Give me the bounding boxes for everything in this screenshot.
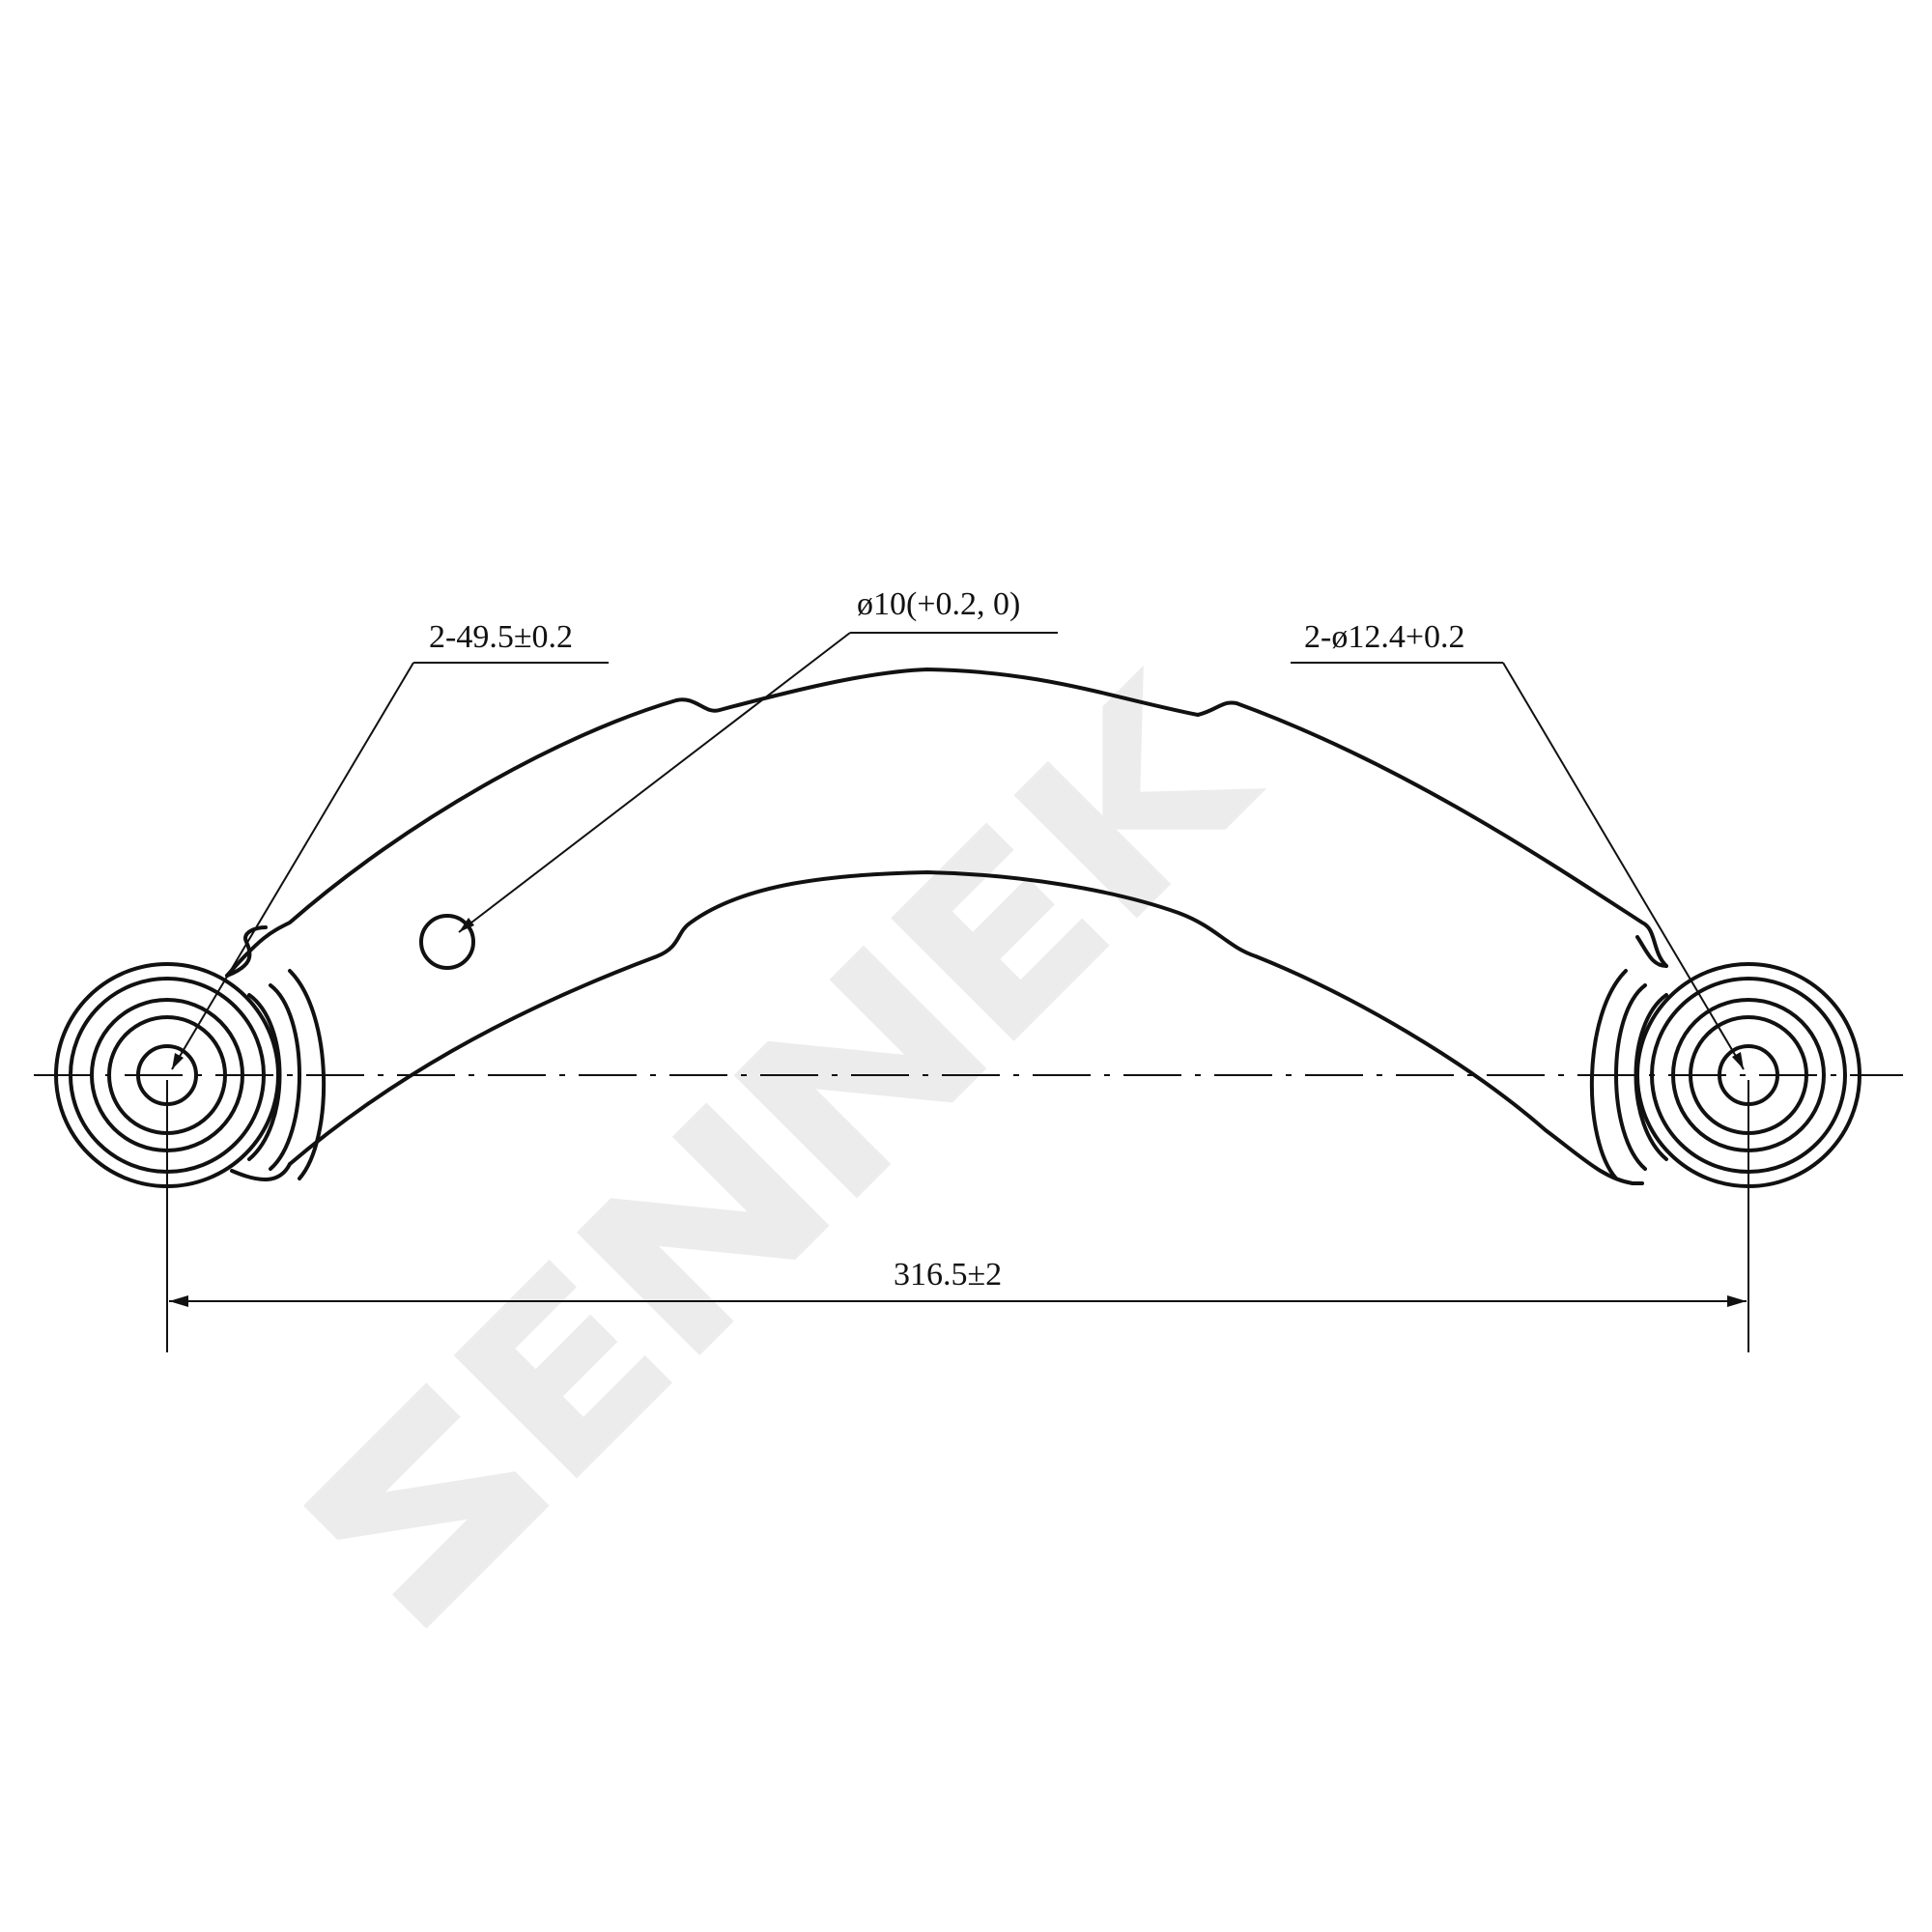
left-bushing-label: 2-49.5±0.2 [429,619,573,655]
left-bushing [54,962,327,1188]
overall-length-dimension [166,1080,1749,1352]
leader-left-bushing [171,662,609,1070]
overall-length-label: 316.5±2 [894,1257,1002,1293]
center-hole-label: ø10(+0.2, 0) [857,586,1020,622]
watermark-logo [303,665,1267,1629]
leader-center-hole [458,632,1058,933]
arm-body [225,668,1668,1185]
leader-right-hole [1291,662,1745,1070]
center-hole [419,914,475,970]
right-hole-label: 2-ø12.4+0.2 [1304,619,1465,655]
